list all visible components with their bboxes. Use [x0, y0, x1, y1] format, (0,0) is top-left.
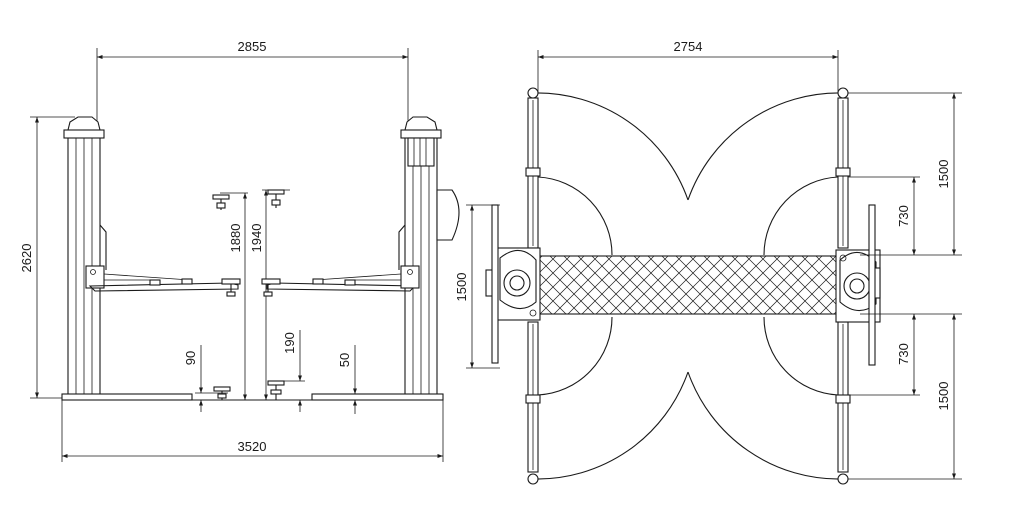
- left-arms-top: [525, 87, 541, 485]
- dim-column-spacing: 2754: [537, 39, 839, 92]
- label-lower-730: 730: [896, 343, 911, 365]
- label-lower-1500: 1500: [936, 382, 951, 411]
- floor-cover-plate: [537, 255, 839, 315]
- label-1880: 1880: [228, 224, 243, 253]
- label-upper-1500: 1500: [936, 160, 951, 189]
- right-side-post: [868, 204, 876, 366]
- right-arms-top: [835, 87, 851, 485]
- dim-pad-90: 90: [183, 345, 228, 412]
- right-column: [311, 116, 460, 401]
- label-3520: 3520: [238, 439, 267, 454]
- dim-overall-width: 3520: [61, 400, 444, 462]
- label-1940: 1940: [249, 224, 264, 253]
- left-arm: [88, 273, 241, 297]
- label-90: 90: [183, 351, 198, 365]
- right-arm: [261, 273, 417, 297]
- left-column: [61, 116, 193, 401]
- label-190: 190: [282, 332, 297, 354]
- label-2620: 2620: [19, 244, 34, 273]
- label-50: 50: [337, 353, 352, 367]
- front-view: 2855 2620 3520: [19, 39, 460, 462]
- dim-width-between-columns: 2855: [96, 39, 409, 125]
- dim-base-50: 50: [337, 345, 365, 414]
- dim-left-1500: 1500: [454, 204, 500, 369]
- label-2855: 2855: [238, 39, 267, 54]
- label-left-1500: 1500: [454, 273, 469, 302]
- dim-right-arm-reach: 1500 730 730 1500: [848, 92, 962, 480]
- adapter-pads-left: [212, 194, 231, 400]
- dim-pad-190: 190: [276, 330, 305, 412]
- dim-lift-height-1880: 1880: [220, 192, 248, 400]
- left-column-base: [485, 247, 541, 321]
- arm-swing-arcs: [532, 92, 844, 480]
- label-upper-730: 730: [896, 205, 911, 227]
- dim-overall-height: 2620: [19, 116, 75, 399]
- label-2754: 2754: [674, 39, 703, 54]
- top-view: 2754: [454, 39, 962, 485]
